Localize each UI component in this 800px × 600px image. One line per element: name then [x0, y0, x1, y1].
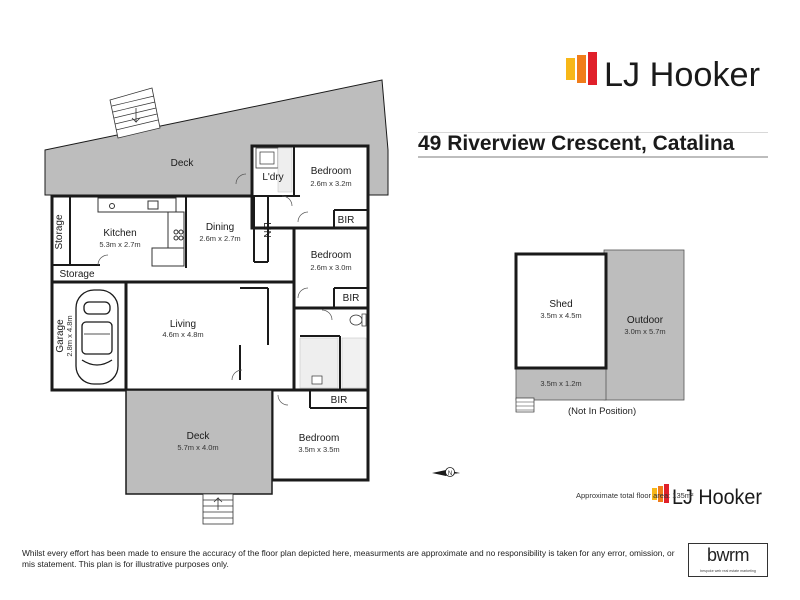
dims-bedroom-2: 2.6m x 3.0m [310, 263, 351, 272]
property-address: 49 Riverview Crescent, Catalina [418, 132, 735, 155]
label-storage-top: Storage [59, 269, 94, 280]
dims-strip: 3.5m x 1.2m [540, 379, 581, 388]
label-deck-top: Deck [171, 158, 195, 169]
label-bedroom-2: Bedroom [311, 250, 352, 261]
dims-shed: 3.5m x 4.5m [540, 311, 581, 320]
label-dining: Dining [206, 222, 234, 233]
bathroom-fixtures [299, 313, 367, 389]
address-rule-bottom [418, 156, 768, 158]
deck-bottom-area [125, 389, 273, 495]
disclaimer-text: Whilst every effort has been made to ens… [22, 548, 675, 569]
dims-dining: 2.6m x 2.7m [199, 234, 240, 243]
dims-bedroom-3: 3.5m x 3.5m [298, 445, 339, 454]
bwrm-tagline: bespoke web real estate marketing [700, 569, 756, 573]
dims-living: 4.6m x 4.8m [162, 330, 203, 339]
ljhooker-logo-top: LJ Hooker [566, 52, 760, 94]
door-swings [97, 173, 333, 406]
label-bir-1: BIR [338, 215, 355, 226]
label-kitchen: Kitchen [103, 228, 136, 239]
laundry-fixtures [255, 147, 293, 193]
deck-bottom-stairs [202, 493, 234, 525]
ljhooker-wordmark-bottom: LJ Hooker [672, 486, 762, 509]
kitchen-benches [97, 197, 185, 267]
label-bedroom-1: Bedroom [311, 166, 352, 177]
deck-top-stairs [109, 87, 161, 139]
label-bir-3: BIR [331, 395, 348, 406]
label-outdoor: Outdoor [627, 315, 664, 326]
ljhooker-wordmark-top: LJ Hooker [604, 56, 760, 94]
compass-label: N [448, 471, 452, 477]
car-icon [75, 289, 119, 385]
dims-bedroom-1: 2.6m x 3.2m [310, 179, 351, 188]
shed-area [514, 252, 608, 370]
bwrm-logo: bwrm bespoke web real estate marketing [688, 543, 768, 577]
label-living: Living [170, 319, 196, 330]
label-deck-bottom: Deck [187, 431, 211, 442]
label-linen: LIN [261, 222, 272, 238]
label-garage: Garage [55, 319, 66, 353]
label-shed: Shed [549, 299, 572, 310]
bwrm-wordmark: bwrm [707, 545, 750, 565]
label-bir-2: BIR [343, 293, 360, 304]
ljhooker-logo-bottom: LJ Hooker [652, 484, 762, 509]
label-storage-side: Storage [54, 214, 65, 249]
total-floor-area: Approximate total floor area: 135m² [576, 491, 694, 500]
dims-garage: 2.8m x 4.8m [65, 315, 74, 356]
dims-kitchen: 5.3m x 2.7m [99, 240, 140, 249]
not-in-position-note: (Not In Position) [568, 406, 637, 417]
outdoor-area [603, 249, 685, 401]
label-laundry: L'dry [262, 172, 283, 183]
dims-outdoor: 3.0m x 5.7m [624, 327, 665, 336]
dims-deck-bottom: 5.7m x 4.0m [177, 443, 218, 452]
address-rule-top [418, 132, 768, 133]
inner-walls [52, 146, 368, 409]
compass-icon: N [432, 467, 460, 477]
label-bedroom-3: Bedroom [299, 433, 340, 444]
shed-stairs [515, 397, 535, 413]
